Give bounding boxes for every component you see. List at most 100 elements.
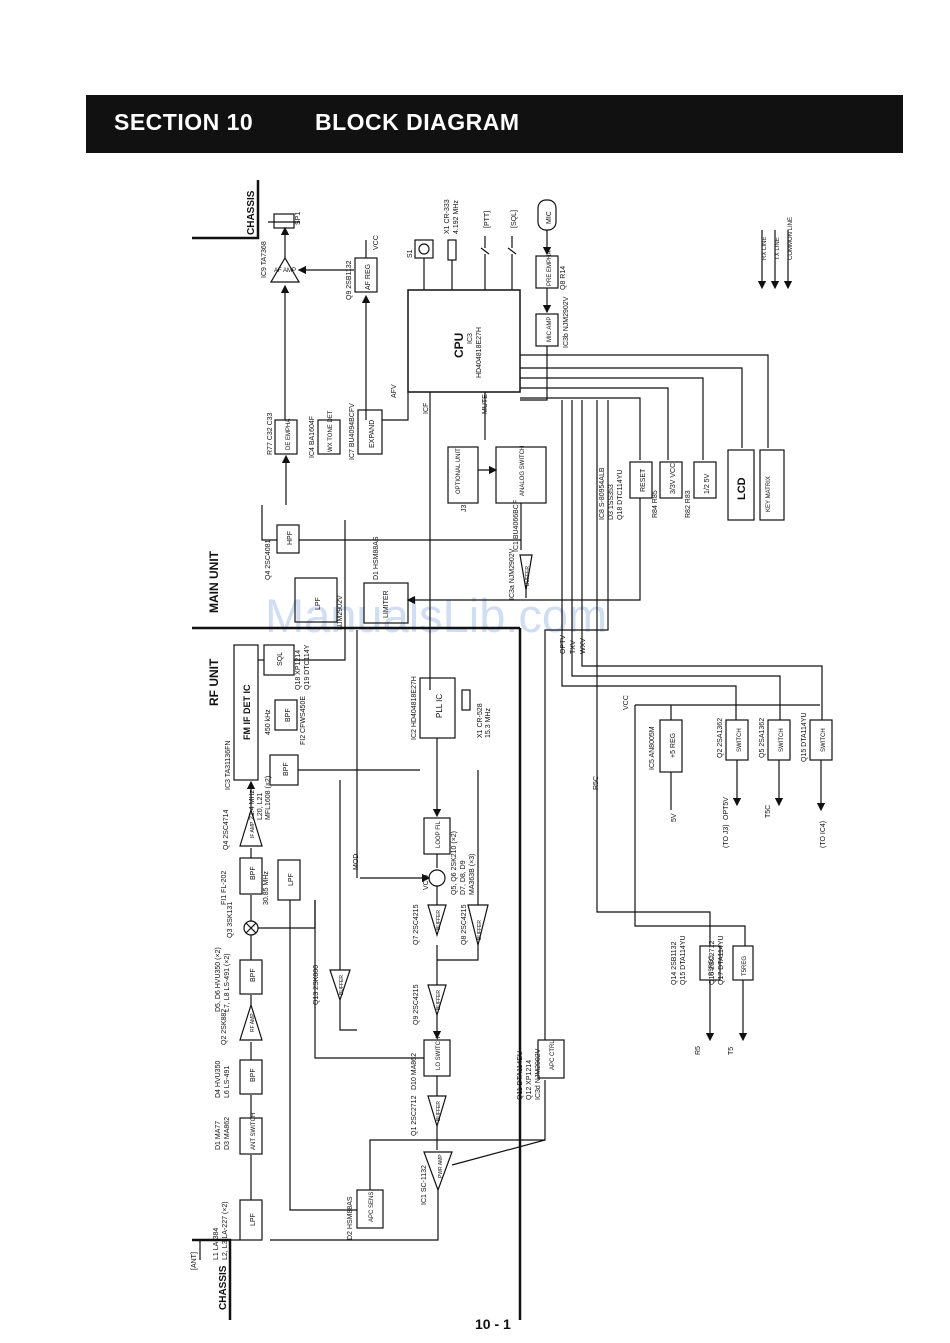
q2sw-label: Q2 2SA1362 <box>717 718 724 758</box>
r84-label: R84 R85 <box>652 490 659 518</box>
cpu-block <box>407 289 521 393</box>
r5c-label: R5C <box>593 776 600 790</box>
q13-label-1: Q13 2SK880 <box>313 965 320 1005</box>
bpf-d5-label: BPF <box>250 968 257 982</box>
d1-lim-label: D1 HSM88AS <box>373 536 380 580</box>
lo-switch-label: LO SWITCH <box>436 1037 442 1070</box>
af-reg-label: AF REG <box>365 264 372 290</box>
x1-label: X1 CR-333 <box>444 199 451 234</box>
ic7-label: IC7 BU4094BCFV <box>349 403 356 460</box>
rf-unit-label: RF UNIT <box>207 658 221 706</box>
loop-fil-label: LOOP FIL <box>436 820 442 848</box>
x1-freq: 4.192 MHz <box>453 200 460 234</box>
af-amp <box>269 256 301 283</box>
key-matrix-label: KEY MATRIX <box>766 476 772 512</box>
legend-common: COMMON LINE <box>788 217 794 260</box>
vcc3v-label: 3/3V VCC <box>670 463 677 494</box>
q11-2: Q12 XP1214 <box>526 1060 533 1100</box>
d1ant-label: D1 MA77 <box>215 1121 222 1150</box>
legend: RX LINE TX LINE COMMON LINE <box>757 217 794 290</box>
out-t5c: T5C <box>765 805 772 818</box>
vcc-top-label: VCC <box>373 235 380 250</box>
hz450-label: 450 kHz <box>265 709 272 735</box>
de-parts: R77 C32 C33 <box>267 412 274 455</box>
vco-label: VCO <box>423 874 430 890</box>
lcd-block <box>727 449 755 521</box>
page-number: 10 - 1 <box>475 1316 511 1332</box>
mfl-label: MFL1608 (×2) <box>265 776 272 820</box>
expand-block <box>357 409 383 455</box>
q9rf-label: Q9 2SC4215 <box>413 984 420 1025</box>
cpu-ref: IC3 <box>467 333 474 344</box>
icf-label: ICF <box>423 403 430 414</box>
optional-unit-label: OPTIONAL UNIT <box>456 448 462 494</box>
if-amp <box>239 807 263 847</box>
sp-label: SP1 <box>295 212 302 225</box>
txv-label: TXV <box>570 640 577 654</box>
l6-label: L6 LS-491 <box>224 1066 231 1098</box>
ic3b-label: IC3b NJM2902V <box>563 296 570 348</box>
q14-label-2: Q15 DTA114YU <box>680 935 687 985</box>
ic1-label: IC1 BU4066BCF <box>513 500 520 552</box>
wx-tone-block <box>317 419 341 455</box>
section-header: SECTION 10 BLOCK DIAGRAM <box>86 95 903 153</box>
out-r5: R5 <box>695 1046 702 1055</box>
apc-ctrl-block <box>537 1039 565 1079</box>
de-empha-block <box>274 419 298 455</box>
limiter-label: LIMITER <box>383 590 390 618</box>
pll-ref: IC2 HD404818E27H <box>411 676 418 740</box>
vco-part-1: Q5, Q6 2SK210 (×2) <box>451 831 458 895</box>
q2-label: Q2 2SK882 <box>221 1009 228 1045</box>
out-opt: OPT5V <box>723 797 730 820</box>
chassis-label-top: CHASSIS <box>246 190 257 235</box>
chassis-label-bottom: CHASSIS <box>218 1265 229 1310</box>
fm-if-label: FM IF DET IC <box>242 684 252 740</box>
r5reg-label: R5REG <box>709 955 715 976</box>
hpf-block <box>276 524 300 554</box>
out-to-j3: (TO J3) <box>723 824 730 848</box>
mhz30-label: 30.85 MHz <box>263 871 270 905</box>
bpf-450-label: BPF <box>285 708 292 722</box>
l2-label: L2, L3 LA-227 (×2) <box>222 1201 229 1260</box>
buffer-q9 <box>427 984 447 1018</box>
q11-1: Q11 DTA114EU <box>517 1051 524 1100</box>
section-number: SECTION 10 <box>114 109 254 135</box>
afv-label: AFV <box>391 384 398 398</box>
pwr-amp-label: PWR AMP <box>438 1154 444 1178</box>
r82-label: R82 R83 <box>685 490 692 518</box>
reset-block <box>629 461 653 499</box>
l1-label: L1 LA-384 <box>213 1228 220 1260</box>
q1-label: Q1 2SC2712 <box>411 1095 418 1136</box>
lpf-ant-label: LPF <box>250 1213 257 1226</box>
sw-q15-label: SWITCH <box>821 728 827 752</box>
sql-block-label: SQL <box>277 652 284 666</box>
d2apc-label: D2 HSM88AS <box>347 1196 354 1240</box>
q15sw-label: Q15 DTA114YU <box>801 712 808 762</box>
rf-amp <box>239 1002 263 1041</box>
s1-label: S1 <box>407 249 414 258</box>
wxv-label: WXV <box>580 638 587 654</box>
bpf-fi1-label: BPF <box>250 866 257 880</box>
pll-label: PLL IC <box>435 694 444 718</box>
ant-label: [ANT] <box>191 1252 198 1270</box>
x1pll-b: 15.3 MHz <box>485 708 492 738</box>
half5v-label: 1/2 5V <box>704 473 711 494</box>
analog-switch-label: ANALOG SWITCH <box>520 446 526 496</box>
bpf-450-block <box>274 699 298 731</box>
d5-label: D5, D6 HVU350 (×2) <box>215 947 222 1012</box>
buffer-ic3a-label: BUFFER <box>525 566 531 586</box>
ic4-label: IC4 BA1604F <box>309 416 316 458</box>
pre-empha-label: PRE EMPHA <box>547 251 553 286</box>
buffer-q7 <box>427 904 447 938</box>
lpf-main-block <box>294 577 338 623</box>
ptt-label: [PTT] <box>484 211 491 228</box>
d10-label: D10 MA862 <box>411 1053 418 1090</box>
q4-hpf-label: Q4 2SC4081 <box>265 539 272 580</box>
buffer-q7-label: BUFFER <box>436 910 442 930</box>
t5reg-label: T5REG <box>742 956 748 976</box>
optional-unit-block <box>447 446 479 504</box>
out-t5: T5 <box>728 1047 735 1055</box>
sw-q5-label: SWITCH <box>779 728 785 752</box>
x1pll-a: X1 CR-528 <box>477 703 484 738</box>
